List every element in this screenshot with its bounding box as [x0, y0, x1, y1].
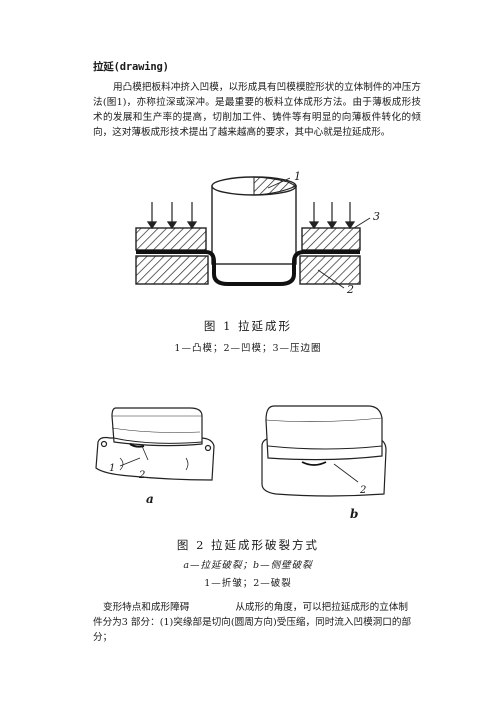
part-a: [95, 407, 215, 481]
figure-1-drawing-diagram: [135, 176, 371, 289]
sheet-blank: [136, 250, 360, 286]
fig1-callout-3: 3: [373, 210, 380, 223]
fig2a-callout-2: 2: [139, 470, 146, 481]
bottom-rest-1: 从成形的角度，可以把拉延成形的立体制: [235, 602, 409, 613]
part-b: [261, 405, 387, 497]
force-arrows: [146, 202, 356, 230]
intro-paragraph: 用凸模把板料冲挤入凹模，以形成具有凹模模腔形状的立体制件的冲压方法(图1)，亦称…: [93, 82, 421, 138]
bottom-lead: 变形特点和成形障碍: [103, 602, 190, 613]
die-left: [135, 255, 209, 285]
fig2-label-b: b: [350, 507, 359, 521]
figure-2-caption-2: 1—折皱；2—破裂: [204, 578, 292, 589]
blank-holder-left: [135, 227, 207, 251]
figure-1-title: 图 1 拉延成形: [203, 319, 293, 333]
bottom-paragraph: 变形特点和成形障碍 从成形的角度，可以把拉延成形的立体制 件分为3 部分：(1)突…: [93, 600, 423, 645]
article-heading: 拉延(drawing): [93, 61, 169, 73]
blank-holder-right: [301, 227, 361, 251]
fig2b-callout-2: 2: [360, 485, 367, 496]
fig1-callout-1: 1: [294, 170, 301, 183]
punch-body: [211, 185, 297, 265]
die-right: [299, 255, 361, 285]
fig2a-callout-1: 1: [109, 463, 116, 474]
bottom-rest-2: 件分为3 部分：(1)突缘部是切向(圆周方向)受压缩，同时流入凹模洞口的部分；: [93, 617, 412, 643]
figure-2-title: 图 2 拉延成形破裂方式: [176, 538, 320, 552]
fig1-callout-2: 2: [347, 283, 354, 296]
figure-2-caption: a—拉延破裂；b—侧壁破裂: [183, 560, 313, 571]
figure-2-fracture-diagram: [95, 405, 387, 497]
fig2-label-a: a: [146, 492, 154, 506]
figure-1-caption: 1—凸模；2—凹模；3—压边圈: [174, 343, 322, 354]
